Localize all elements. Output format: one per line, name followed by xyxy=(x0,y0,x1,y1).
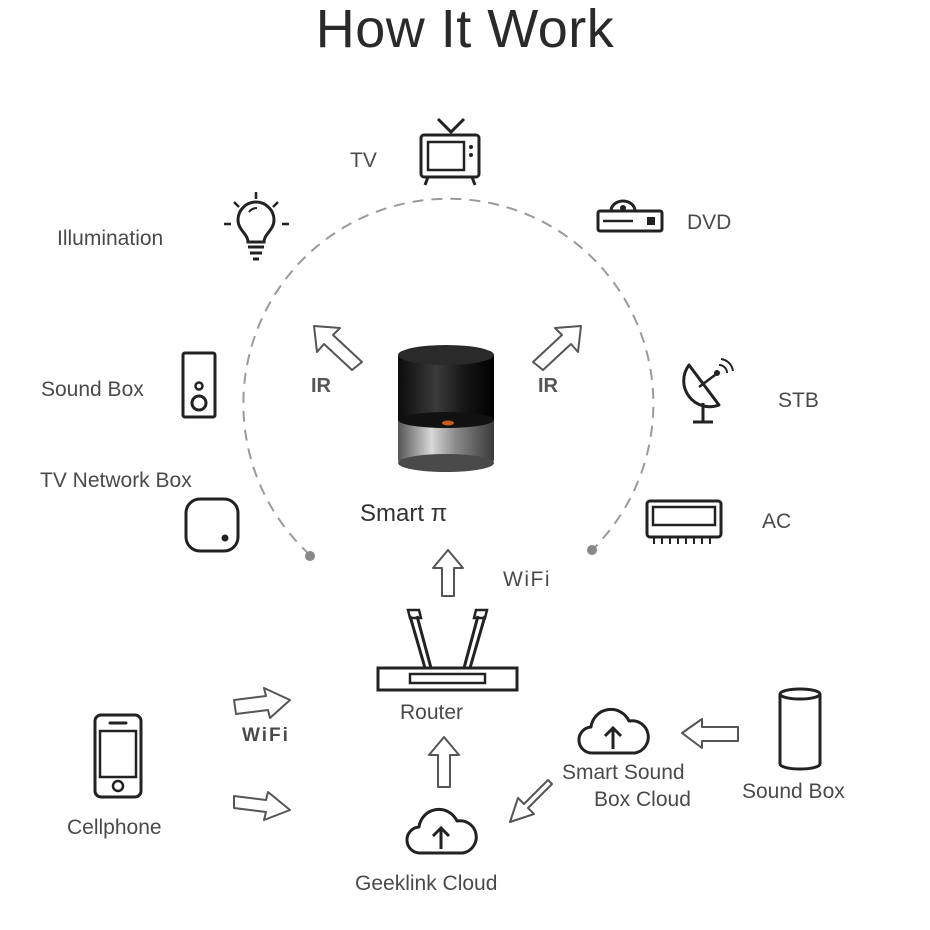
cellphone-icon xyxy=(93,713,143,799)
wifi-up-arrow-icon xyxy=(432,549,464,597)
tv-label: TV xyxy=(350,149,377,172)
sound-box-left-label: Sound Box xyxy=(41,378,144,401)
phone-to-router-arrow-icon xyxy=(233,687,291,719)
cellphone-label: Cellphone xyxy=(67,816,162,839)
router-label: Router xyxy=(400,701,464,724)
page-title: How It Work xyxy=(315,0,615,59)
phone-to-cloud-arrow-icon xyxy=(233,791,291,821)
geeklink-cloud-icon xyxy=(405,807,478,855)
dvd-label: DVD xyxy=(687,211,732,234)
cloud-to-router-arrow-icon xyxy=(428,736,460,788)
ac-label: AC xyxy=(762,510,792,533)
ir-arrow-left-icon xyxy=(313,325,363,371)
dvd-icon xyxy=(596,199,664,233)
air-conditioner-icon xyxy=(645,499,723,544)
smart-sound-box-cloud-label-line2: Box Cloud xyxy=(594,788,691,811)
sound-box-to-cloud-arrow-icon xyxy=(681,718,739,749)
light-bulb-icon xyxy=(224,192,289,261)
wifi-router-label: WiFi xyxy=(503,568,551,591)
smart-speaker-icon xyxy=(778,687,822,771)
satellite-dish-icon xyxy=(682,358,734,424)
ir-label-right: IR xyxy=(538,375,558,397)
stb-label: STB xyxy=(778,389,819,412)
smart-sound-box-cloud-icon xyxy=(577,707,650,755)
ir-label-left: IR xyxy=(311,375,331,397)
illumination-label: Illumination xyxy=(57,227,164,250)
speaker-icon xyxy=(181,351,217,419)
tv-network-box-label: TV Network Box xyxy=(40,469,192,492)
hub-label: Smart π xyxy=(360,500,448,527)
wifi-phone-label: WiFi xyxy=(242,725,290,746)
smart-pi-hub-icon xyxy=(398,345,494,472)
sound-box-right-label: Sound Box xyxy=(742,780,845,803)
router-icon xyxy=(376,608,519,692)
ir-arrow-right-icon xyxy=(532,325,582,371)
sound-cloud-to-geeklink-arrow-icon xyxy=(509,779,553,823)
network-box-icon xyxy=(184,497,240,553)
geeklink-cloud-label: Geeklink Cloud xyxy=(355,872,498,895)
smart-sound-box-cloud-label-line1: Smart Sound xyxy=(562,761,685,784)
tv-icon xyxy=(419,117,481,186)
